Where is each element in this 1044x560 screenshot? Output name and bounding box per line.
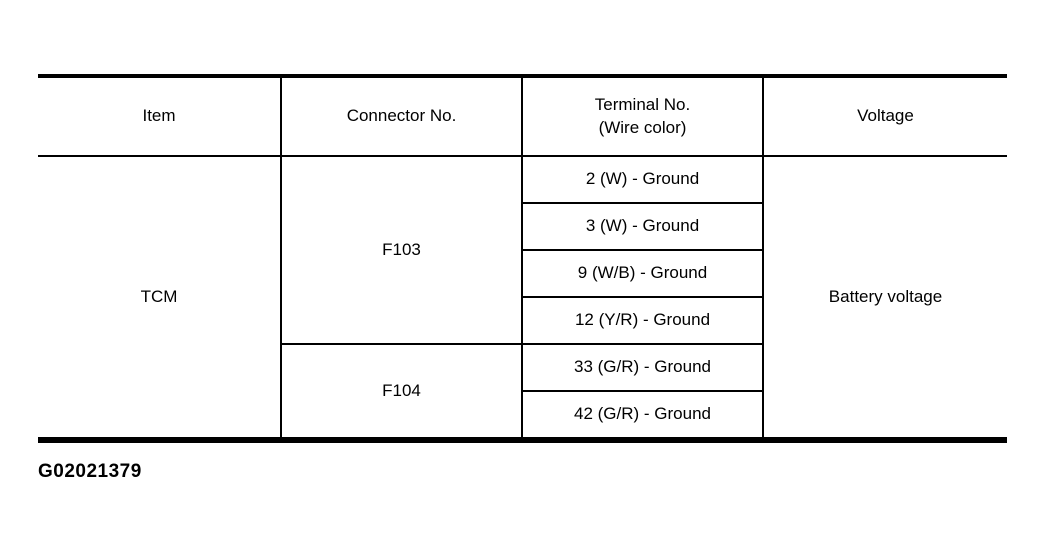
header-terminal: Terminal No. (Wire color) — [521, 76, 763, 157]
terminal-cell: 2 (W) - Ground — [521, 156, 764, 204]
terminal-cell: 33 (G/R) - Ground — [521, 344, 764, 392]
table-row: 9 (W/B) - Ground — [38, 250, 1007, 298]
table-row: 42 (G/R) - Ground — [38, 391, 1007, 441]
connector-cell-f104: F104 — [280, 344, 522, 440]
connector-cell-f103: F103 — [280, 156, 522, 345]
terminal-cell: 42 (G/R) - Ground — [521, 391, 764, 441]
terminal-cell: 3 (W) - Ground — [521, 203, 764, 251]
terminal-cell: 12 (Y/R) - Ground — [521, 297, 764, 345]
table-header-row: Item Connector No. Terminal No. (Wire co… — [38, 76, 1007, 157]
figure-code: G02021379 — [38, 461, 142, 482]
header-item: Item — [38, 76, 281, 157]
table-row: TCM F103 2 (W) - Ground Battery voltage — [38, 156, 1007, 440]
tcm-voltage-table: Item Connector No. Terminal No. (Wire co… — [38, 74, 1007, 443]
table-row: 3 (W) - Ground — [38, 203, 1007, 251]
item-cell: TCM — [140, 286, 178, 306]
terminal-cell: 9 (W/B) - Ground — [521, 250, 764, 298]
header-connector: Connector No. — [280, 76, 522, 157]
table-row: 12 (Y/R) - Ground — [38, 297, 1007, 345]
voltage-cell: Battery voltage — [762, 156, 1007, 440]
header-voltage: Voltage — [762, 76, 1007, 157]
header-terminal-line1: Terminal No. — [594, 94, 691, 114]
header-terminal-line2: (Wire color) — [598, 117, 687, 137]
table-row: F104 33 (G/R) - Ground — [38, 344, 1007, 440]
